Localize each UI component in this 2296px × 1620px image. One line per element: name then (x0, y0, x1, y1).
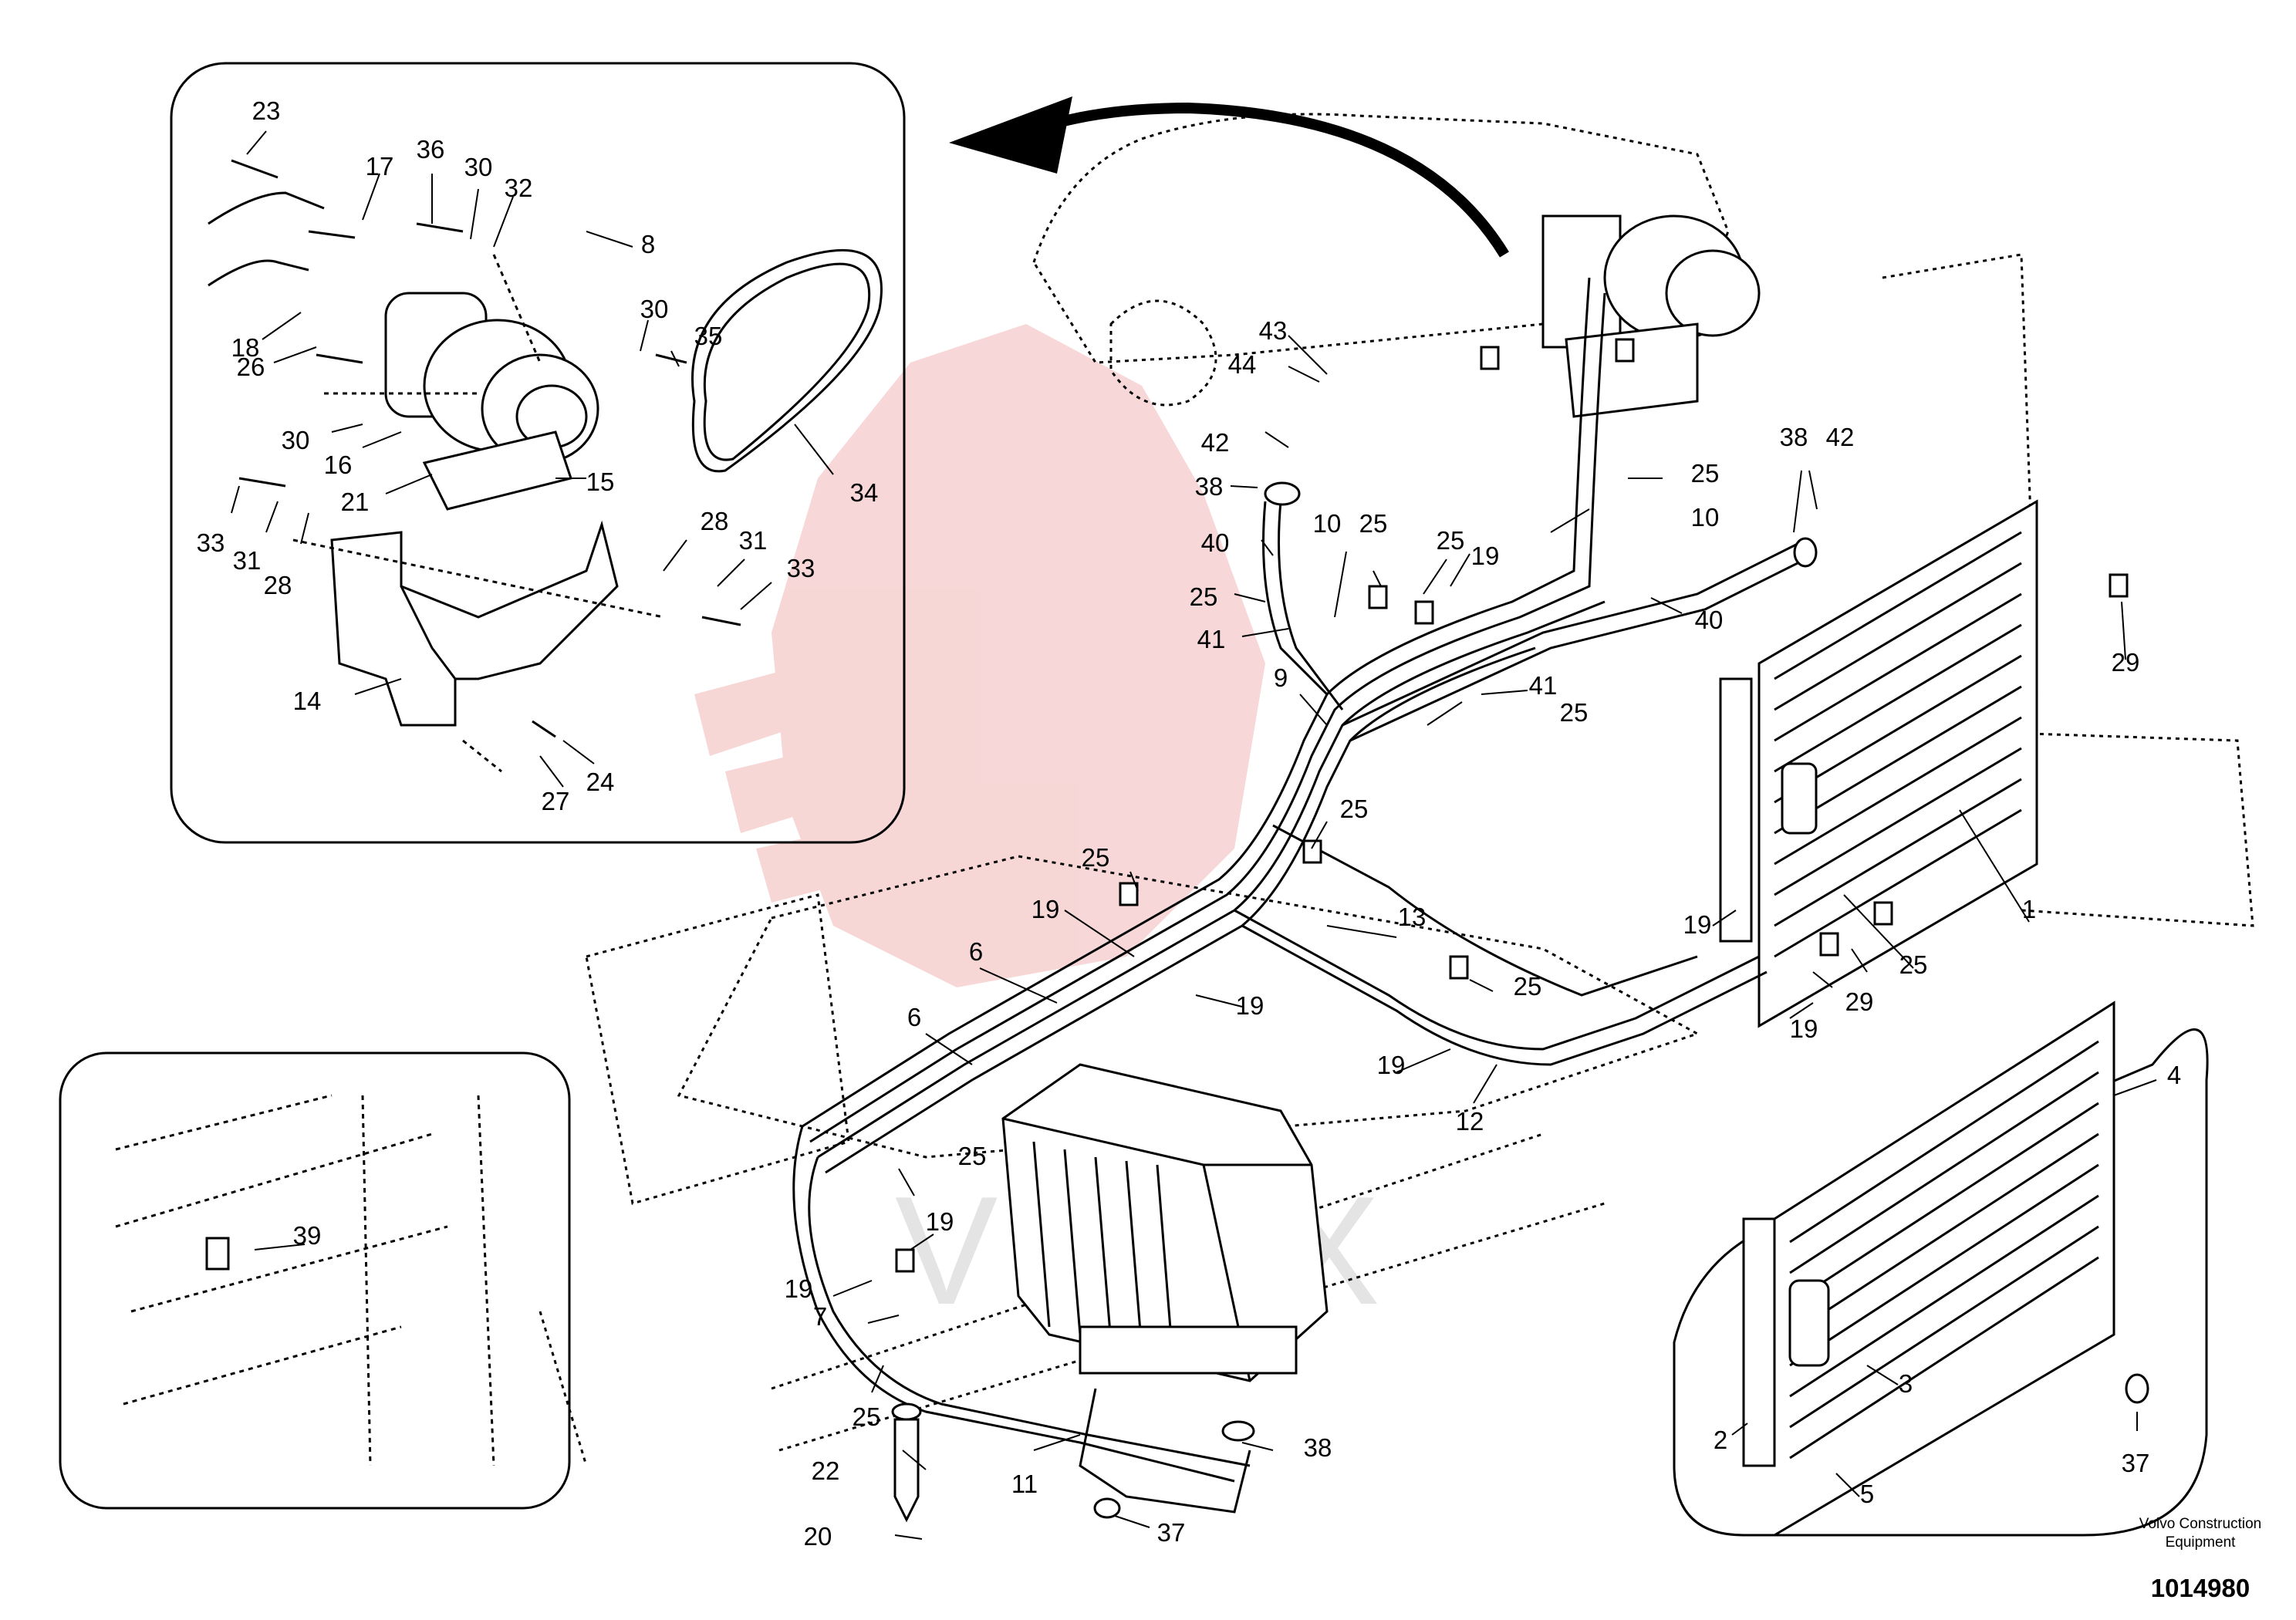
callout-33: 33 (787, 554, 815, 582)
watermark-logo (694, 324, 1265, 987)
refrigerant-hoses (792, 277, 1814, 1514)
callout-25: 25 (1899, 950, 1928, 979)
callout-32: 32 (505, 174, 533, 202)
engine-mounted-compressor (1541, 214, 1761, 418)
callout-8: 8 (641, 230, 655, 258)
callout-3: 3 (1899, 1369, 1913, 1398)
callout-28: 28 (701, 507, 729, 535)
callout-20: 20 (804, 1522, 832, 1551)
callout-38: 38 (1304, 1433, 1332, 1462)
condenser-assembly (1719, 499, 2038, 1028)
callout-39: 39 (293, 1221, 322, 1250)
callout-25: 25 (1340, 795, 1369, 823)
callout-25: 25 (1437, 526, 1465, 555)
callout-18: 18 (231, 333, 260, 362)
callout-25: 25 (958, 1142, 987, 1170)
callout-25: 25 (1560, 698, 1589, 727)
manufacturer-line-2: Equipment (2165, 1534, 2236, 1551)
callout-38: 38 (1195, 472, 1224, 501)
reference-arrow (949, 96, 1509, 258)
callout-labels: 23 17 36 30 32 8 18 30 35 26 30 16 21 15… (197, 96, 2182, 1551)
callout-9: 9 (1274, 663, 1288, 692)
callout-19: 19 (1683, 910, 1712, 939)
callout-42: 42 (1201, 428, 1230, 457)
callout-19: 19 (1236, 991, 1264, 1020)
callout-25: 25 (853, 1402, 881, 1431)
callout-35: 35 (694, 322, 723, 350)
callout-31: 31 (739, 526, 768, 555)
callout-1: 1 (2022, 895, 2036, 923)
fasteners-and-fittings (891, 338, 2149, 1523)
callout-17: 17 (366, 152, 394, 181)
callout-19: 19 (1377, 1051, 1406, 1079)
callout-42: 42 (1826, 423, 1855, 451)
switch-detail-inset (59, 1051, 571, 1510)
callout-29: 29 (1845, 987, 1874, 1016)
callout-6: 6 (907, 1003, 921, 1031)
callout-16: 16 (324, 451, 353, 479)
callout-11: 11 (1011, 1470, 1038, 1498)
callout-14: 14 (293, 687, 322, 715)
callout-26: 26 (237, 353, 265, 381)
callout-41: 41 (1529, 671, 1558, 700)
callout-37: 37 (1157, 1518, 1186, 1547)
callout-29: 29 (2112, 648, 2140, 677)
callout-10: 10 (1691, 503, 1720, 532)
document-number: 1014980 (2150, 1574, 2250, 1602)
callout-40: 40 (1201, 528, 1230, 557)
callout-22: 22 (812, 1456, 840, 1485)
compressor-detail-inset (170, 62, 906, 844)
callout-6: 6 (969, 937, 983, 966)
engine-outline (539, 113, 2254, 1466)
callout-30: 30 (640, 295, 669, 323)
callout-25: 25 (1082, 843, 1110, 872)
callout-40: 40 (1695, 606, 1724, 634)
callout-19: 19 (1790, 1014, 1818, 1043)
callout-27: 27 (542, 787, 570, 815)
callout-15: 15 (586, 467, 615, 496)
callout-19: 19 (785, 1274, 813, 1303)
callout-13: 13 (1398, 903, 1427, 931)
callout-25: 25 (1359, 509, 1388, 538)
callout-5: 5 (1860, 1480, 1874, 1508)
callout-33: 33 (197, 528, 225, 557)
callout-28: 28 (264, 571, 292, 599)
condenser-detail-inset (1673, 1001, 2209, 1537)
leader-lines (231, 130, 2157, 1540)
callout-30: 30 (282, 426, 310, 454)
callout-12: 12 (1456, 1107, 1484, 1136)
callout-2: 2 (1714, 1426, 1727, 1454)
callout-25: 25 (1691, 459, 1720, 488)
evaporator-unit (1001, 1063, 1329, 1382)
callout-37: 37 (2122, 1449, 2150, 1477)
callout-19: 19 (926, 1207, 954, 1236)
callout-19: 19 (1471, 542, 1500, 570)
callout-38: 38 (1780, 423, 1808, 451)
manufacturer-line-1: Volvo Construction (2139, 1516, 2262, 1532)
callout-4: 4 (2167, 1061, 2181, 1089)
callout-25: 25 (1190, 582, 1218, 611)
callout-34: 34 (850, 478, 879, 507)
callout-43: 43 (1259, 316, 1288, 345)
callout-19: 19 (1032, 895, 1060, 923)
callout-10: 10 (1313, 509, 1342, 538)
callout-44: 44 (1228, 350, 1257, 379)
callout-41: 41 (1197, 625, 1226, 653)
callout-25: 25 (1514, 972, 1542, 1001)
callout-31: 31 (233, 546, 262, 575)
callout-21: 21 (341, 488, 370, 516)
callout-23: 23 (252, 96, 281, 125)
manufacturer-label: Volvo Construction Equipment (2123, 1515, 2277, 1552)
callout-30: 30 (464, 153, 493, 181)
callout-24: 24 (586, 768, 615, 796)
callout-7: 7 (813, 1302, 827, 1331)
callout-36: 36 (417, 135, 445, 164)
